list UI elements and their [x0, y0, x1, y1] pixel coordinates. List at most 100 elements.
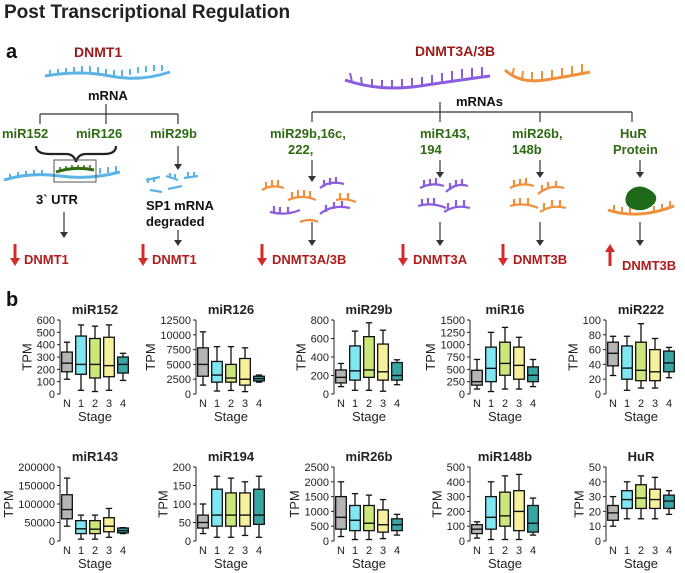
box-body [349, 345, 361, 381]
y-axis-label: TPM [572, 490, 587, 517]
x-tick-label: 2 [366, 545, 372, 557]
box-body [75, 335, 87, 375]
x-tick-label: 4 [394, 545, 400, 557]
result-dnmt1-b: DNMT1 [152, 252, 197, 267]
mrna-label: mRNA [88, 88, 128, 103]
y-tick-label: 5000 [167, 359, 191, 371]
mir126-label: miR126 [76, 126, 122, 141]
y-tick-label: 80 [589, 330, 601, 342]
x-tick-label: 1 [624, 545, 630, 557]
x-tick-label: 1 [624, 398, 630, 410]
box-body [649, 488, 661, 510]
box-3 [103, 507, 115, 538]
chart-title: miR143 [72, 449, 118, 464]
y-tick-label: 10 [589, 521, 601, 533]
y-tick-label: 0 [595, 389, 601, 401]
x-tick-label: 2 [638, 398, 644, 410]
y-tick-label: 0 [323, 536, 329, 548]
group1-line2: 222, [288, 142, 313, 157]
box-body [527, 504, 539, 533]
result-dnmt3ab: DNMT3A/3B [272, 252, 346, 267]
box-4 [253, 475, 265, 538]
x-tick-label: 2 [228, 545, 234, 557]
x-tick-label: 4 [530, 398, 536, 410]
box-1 [211, 475, 223, 538]
dnmt1-label: DNMT1 [74, 44, 122, 60]
box-2 [89, 514, 101, 540]
y-tick-label: 0 [185, 389, 191, 401]
chart-title: miR148b [478, 449, 532, 464]
x-tick-label: 4 [120, 398, 126, 410]
chart-title: miR222 [618, 302, 664, 317]
x-axis-label: Stage [78, 409, 112, 424]
result-dnmt3b-up: DNMT3B [622, 258, 676, 273]
x-tick-label: N [473, 545, 481, 557]
box-body [197, 514, 209, 529]
y-tick-label: 40 [589, 359, 601, 371]
box-4 [663, 490, 675, 516]
chart-title: miR29b [346, 302, 393, 317]
x-axis-label: Stage [624, 409, 658, 424]
mrnas-label: mRNAs [456, 94, 503, 109]
dnmt3a-mrna-strand [344, 67, 491, 90]
sp1-line1: SP1 mRNA [146, 198, 215, 213]
box-body [335, 369, 347, 384]
y-tick-label: 30 [589, 492, 601, 504]
box-2 [499, 475, 511, 541]
box-3 [649, 476, 661, 520]
box-body [663, 350, 675, 373]
box-body [513, 490, 525, 532]
box-3 [377, 329, 389, 392]
x-tick-label: 4 [256, 545, 262, 557]
y-axis-label: TPM [155, 490, 170, 517]
box-1 [485, 481, 497, 541]
x-tick-label: 3 [242, 545, 248, 557]
box-1 [621, 481, 633, 520]
x-tick-label: 4 [530, 545, 536, 557]
y-tick-label: 20 [589, 374, 601, 386]
box-2 [225, 345, 237, 392]
box-3 [239, 481, 251, 537]
sp1-line2: degraded [146, 214, 205, 229]
x-axis-label: Stage [624, 556, 658, 571]
x-tick-label: 2 [228, 398, 234, 410]
y-tick-label: 150000 [18, 481, 55, 493]
group-arrows-top [311, 160, 641, 176]
down-arrow-dnmt3b [498, 244, 508, 266]
box-4 [117, 352, 129, 382]
x-tick-label: 3 [516, 545, 522, 557]
x-tick-label: N [199, 398, 207, 410]
box-body [239, 357, 251, 386]
box-body [239, 492, 251, 527]
box-body [103, 336, 115, 378]
box-body [253, 488, 265, 526]
box-body [621, 345, 633, 380]
y-tick-label: 0 [459, 536, 465, 548]
utr-label: 3` UTR [36, 192, 79, 207]
box-body [499, 491, 511, 527]
box-N [607, 495, 619, 527]
box-body [103, 517, 115, 533]
y-axis-label: TPM [429, 490, 444, 517]
box-body [377, 343, 389, 381]
y-tick-label: 1000 [305, 506, 329, 518]
box-body [363, 504, 375, 532]
box-body [513, 346, 525, 380]
result-dnmt1-a: DNMT1 [24, 252, 69, 267]
chart-title: miR26b [346, 449, 393, 464]
box-body [349, 504, 361, 532]
box-body [363, 335, 375, 378]
x-tick-label: 3 [652, 398, 658, 410]
x-tick-label: 4 [256, 398, 262, 410]
box-1 [621, 335, 633, 391]
box-body [391, 361, 403, 381]
box-3 [513, 336, 525, 390]
y-tick-label: 50 [589, 462, 601, 474]
x-axis-label: Stage [214, 409, 248, 424]
box-2 [499, 326, 511, 390]
